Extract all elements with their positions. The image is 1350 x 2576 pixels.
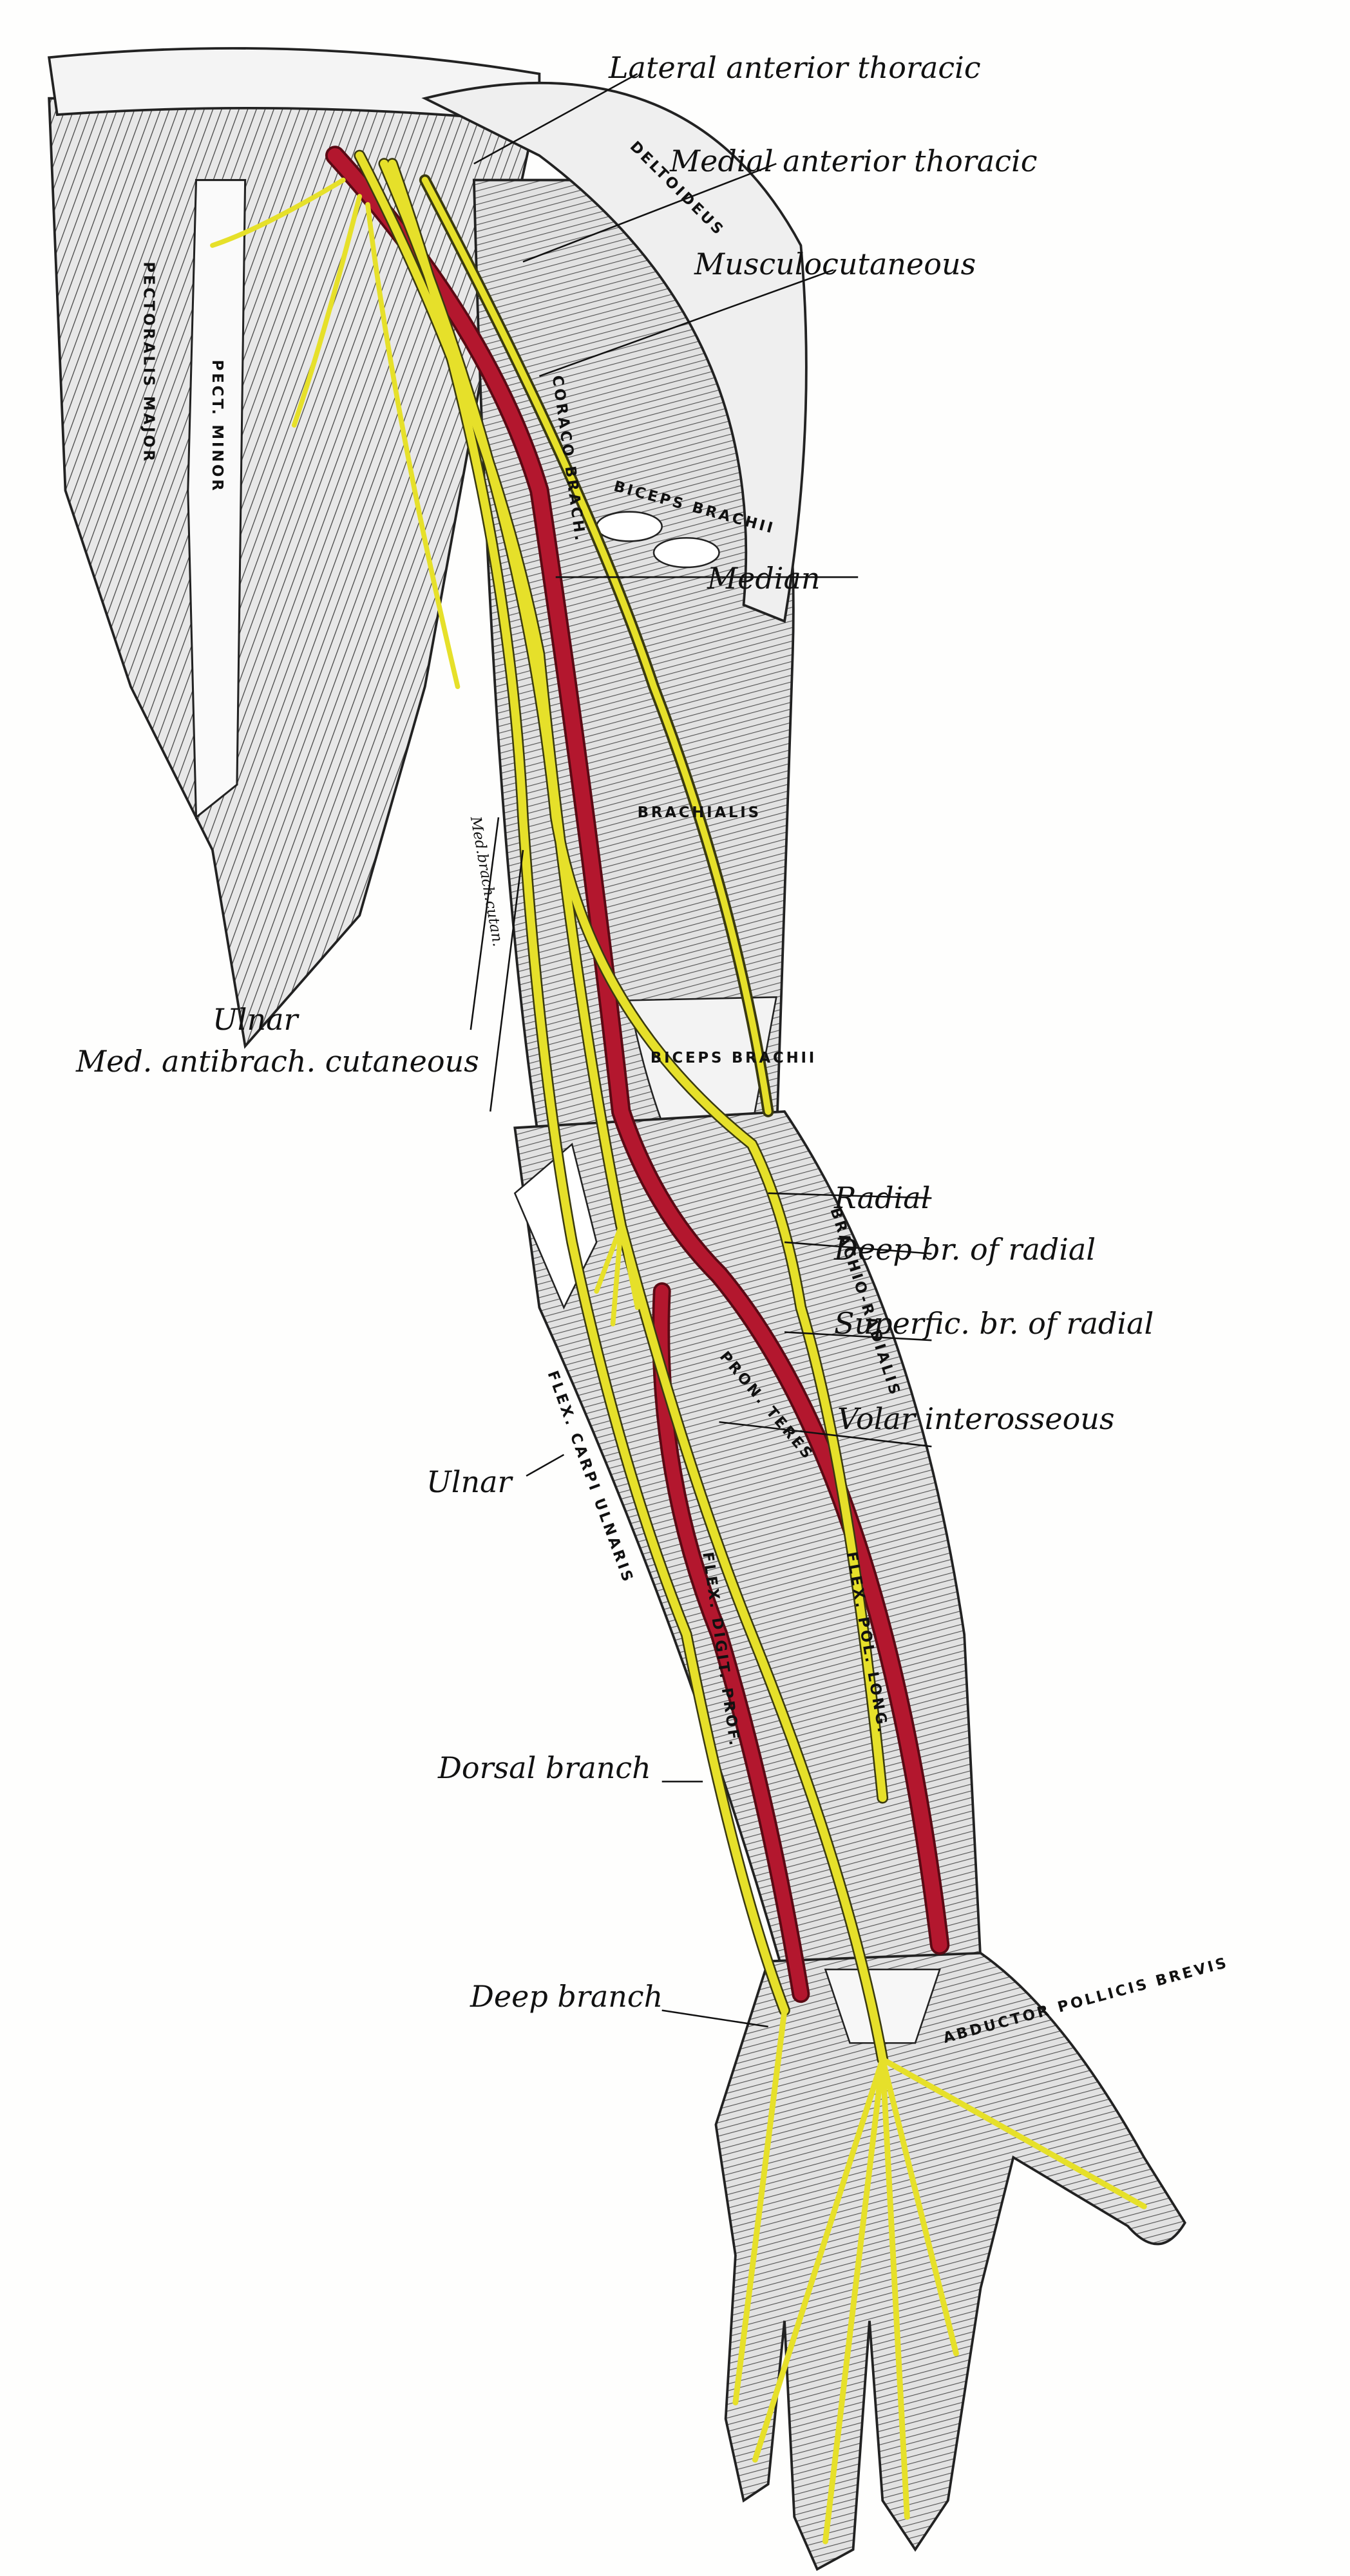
label-medial-anterior-thoracic: Medial anterior thoracic (670, 144, 1038, 178)
biceps-cut-right (652, 537, 720, 569)
label-deep-br-of-radial: Deep br. of radial (834, 1232, 1096, 1267)
label-deep-branch: Deep branch (470, 1979, 663, 2014)
wrist-ligament (824, 1968, 941, 2044)
label-volar-interosseous: Volar interosseous (837, 1401, 1115, 1436)
label-superfic-br-of-radial: Superfic. br. of radial (834, 1306, 1154, 1341)
label-musculocutaneous: Musculocutaneous (694, 247, 976, 281)
pectoralis-minor (187, 179, 247, 820)
biceps-cut-left (595, 511, 663, 542)
pectoral-nerves (210, 177, 461, 689)
radial-nerve (379, 159, 887, 1803)
label-radial: Radial (834, 1180, 931, 1215)
label-med-antibrach-cutaneous: Med. antibrach. cutaneous (76, 1044, 479, 1079)
ulnar-nerve (388, 159, 789, 2014)
label-median: Median (707, 561, 821, 596)
label-lateral-anterior-thoracic: Lateral anterior thoracic (609, 50, 981, 85)
muscle-label-brachialis: BRACHIALIS (638, 804, 761, 821)
label-med-brach-cutaneous: Med.brach.cutan. (467, 815, 506, 948)
musculocutaneous-nerve (421, 176, 772, 1115)
label-ulnar-lower: Ulnar (426, 1464, 512, 1499)
label-dorsal-branch: Dorsal branch (438, 1750, 651, 1785)
muscle-label-pect-minor: PECT. MINOR (209, 360, 225, 493)
label-ulnar-upper: Ulnar (213, 1002, 298, 1037)
hand (714, 1951, 1186, 2571)
pectoralis-major (48, 97, 541, 1049)
deltoid (421, 81, 808, 623)
muscle-label-biceps-tendon: BICEPS BRACHII (651, 1050, 817, 1066)
median-elbow-branches (594, 1223, 640, 1327)
digital-nerves (732, 2007, 1147, 2544)
leader-lines (470, 73, 932, 2028)
muscle-label-pectoralis-major: PECTORALIS MAJOR (140, 261, 157, 463)
